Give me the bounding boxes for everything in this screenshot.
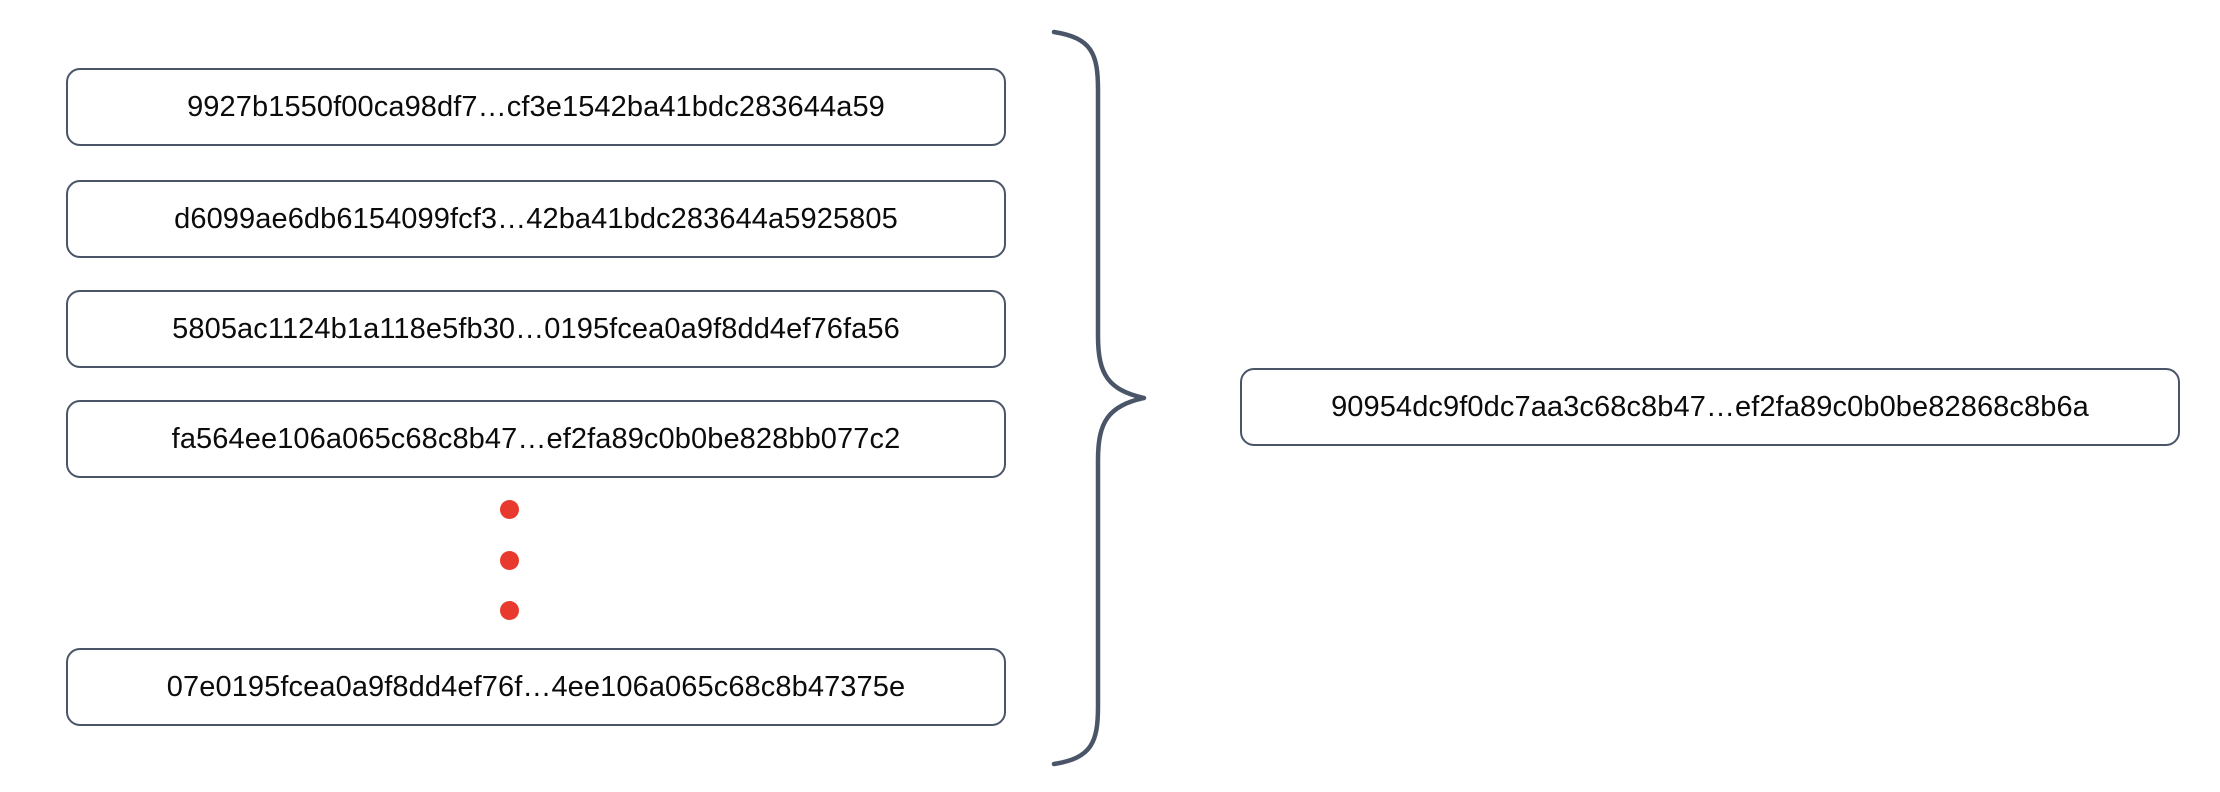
output-hash-box[interactable]: 90954dc9f0dc7aa3c68c8b47…ef2fa89c0b0be82… — [1240, 368, 2180, 446]
input-hash-label-1: 9927b1550f00ca98df7…cf3e1542ba41bdc28364… — [187, 90, 885, 123]
input-hash-label-3: 5805ac1124b1a118e5fb30…0195fcea0a9f8dd4e… — [172, 312, 900, 345]
curly-brace-icon — [1040, 28, 1170, 768]
input-hash-box-5[interactable]: 07e0195fcea0a9f8dd4ef76f…4ee106a065c68c8… — [66, 648, 1006, 726]
input-hash-box-3[interactable]: 5805ac1124b1a118e5fb30…0195fcea0a9f8dd4e… — [66, 290, 1006, 368]
vertical-ellipsis-icon — [497, 500, 521, 620]
input-hash-box-2[interactable]: d6099ae6db6154099fcf3…42ba41bdc283644a59… — [66, 180, 1006, 258]
input-hash-label-4: fa564ee106a065c68c8b47…ef2fa89c0b0be828b… — [171, 422, 901, 455]
output-hash-label: 90954dc9f0dc7aa3c68c8b47…ef2fa89c0b0be82… — [1331, 390, 2089, 423]
input-hash-label-5: 07e0195fcea0a9f8dd4ef76f…4ee106a065c68c8… — [166, 670, 906, 703]
input-hash-label-2: d6099ae6db6154099fcf3…42ba41bdc283644a59… — [174, 202, 898, 235]
input-hash-box-4[interactable]: fa564ee106a065c68c8b47…ef2fa89c0b0be828b… — [66, 400, 1006, 478]
ellipsis-dot-icon — [499, 601, 519, 620]
ellipsis-dot-icon — [499, 500, 519, 519]
ellipsis-dot-icon — [499, 550, 519, 570]
input-hash-box-1[interactable]: 9927b1550f00ca98df7…cf3e1542ba41bdc28364… — [66, 68, 1006, 146]
